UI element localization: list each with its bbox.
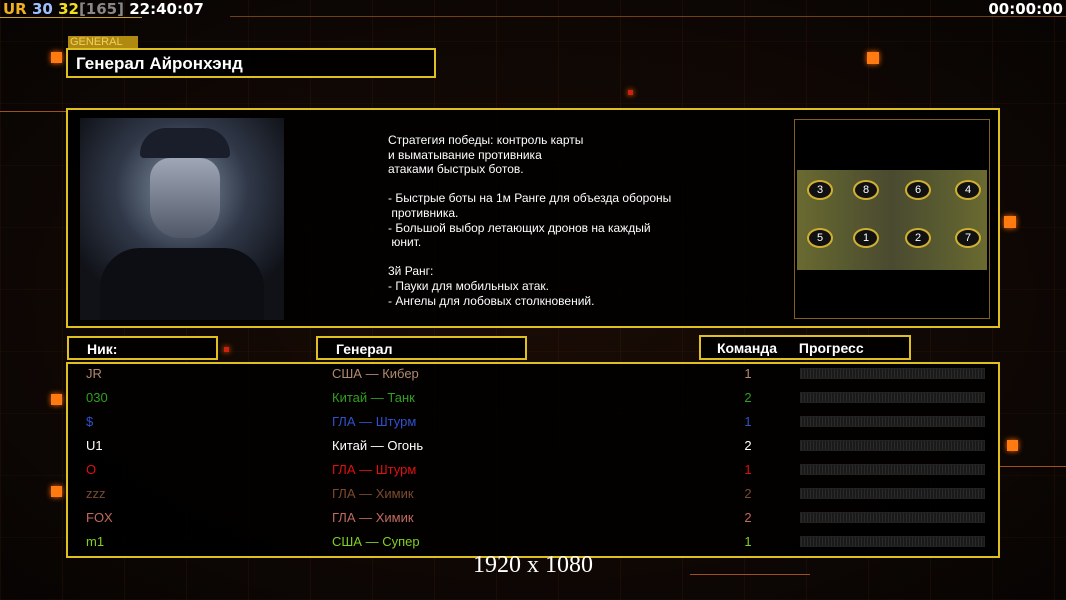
divider bbox=[1000, 466, 1066, 467]
divider bbox=[230, 16, 1066, 17]
player-general: США — Кибер bbox=[332, 366, 419, 381]
player-progress-bar bbox=[800, 512, 985, 523]
player-general: Китай — Огонь bbox=[332, 438, 424, 453]
player-general: ГЛА — Химик bbox=[332, 486, 414, 501]
divider bbox=[690, 574, 810, 575]
player-general: США — Супер bbox=[332, 534, 420, 549]
start-position-marker: 8 bbox=[853, 180, 879, 200]
player-general: ГЛА — Штурм bbox=[332, 462, 417, 477]
header-team: Команда bbox=[717, 340, 777, 356]
decor-square bbox=[51, 52, 62, 63]
hud-clock: 22:40:07 bbox=[129, 0, 204, 18]
start-position-marker: 3 bbox=[807, 180, 833, 200]
resolution-label: 1920 x 1080 bbox=[473, 552, 593, 578]
description-line: и выматывание противника bbox=[388, 147, 542, 162]
player-team: 2 bbox=[744, 510, 752, 525]
description-line: противника. bbox=[388, 205, 459, 220]
description-line: - Ангелы для лобовых столкновений. bbox=[388, 293, 595, 308]
decor-square bbox=[51, 394, 62, 405]
player-progress-bar bbox=[800, 416, 985, 427]
header-nick: Ник: bbox=[67, 336, 218, 360]
face bbox=[150, 158, 220, 238]
description-line bbox=[388, 177, 671, 192]
divider bbox=[0, 111, 66, 112]
player-general: ГЛА — Штурм bbox=[332, 414, 417, 429]
description-line: - Пауки для мобильных атак. bbox=[388, 278, 549, 293]
header-progress: Прогресс bbox=[798, 340, 864, 356]
player-nick: $ bbox=[86, 414, 94, 429]
description-line bbox=[388, 250, 671, 265]
player-nick: 030 bbox=[86, 390, 108, 405]
start-position-marker: 2 bbox=[905, 228, 931, 248]
hud-value: [165] bbox=[78, 0, 124, 18]
player-progress-bar bbox=[800, 368, 985, 379]
general-tag: GENERAL bbox=[68, 36, 138, 48]
description-line: - Быстрые боты на 1м Ранге для объезда о… bbox=[388, 191, 672, 206]
hud-value: 30 bbox=[31, 0, 53, 18]
player-team: 1 bbox=[744, 414, 752, 429]
description-line: 3й Ранг: bbox=[388, 264, 434, 279]
player-team: 1 bbox=[744, 366, 752, 381]
start-position-marker: 1 bbox=[853, 228, 879, 248]
start-position-marker: 4 bbox=[955, 180, 981, 200]
description-line: - Большой выбор летающих дронов на кажды… bbox=[388, 220, 651, 235]
decor-square bbox=[628, 90, 633, 95]
player-nick: JR bbox=[86, 366, 102, 381]
player-general: Китай — Танк bbox=[332, 390, 415, 405]
player-progress-bar bbox=[800, 440, 985, 451]
player-nick: O bbox=[86, 462, 97, 477]
hud-value: 32 bbox=[58, 0, 79, 18]
player-general: ГЛА — Химик bbox=[332, 510, 414, 525]
description-line: юнит. bbox=[388, 235, 422, 250]
start-position-marker: 5 bbox=[807, 228, 833, 248]
decor-square bbox=[1007, 440, 1018, 451]
uniform bbox=[100, 248, 264, 320]
header-general: Генерал bbox=[316, 336, 527, 360]
decor-square bbox=[1004, 216, 1016, 228]
game-timer: 00:00:00 bbox=[988, 0, 1063, 18]
start-position-marker: 6 bbox=[905, 180, 931, 200]
general-title: Генерал Айронхэнд bbox=[66, 48, 436, 78]
description-line: Стратегия победы: контроль карты bbox=[388, 133, 584, 147]
decor-square bbox=[867, 52, 879, 64]
player-nick: U1 bbox=[86, 438, 103, 453]
general-portrait bbox=[80, 118, 284, 320]
player-team: 2 bbox=[744, 438, 752, 453]
player-nick: FOX bbox=[86, 510, 113, 525]
player-progress-bar bbox=[800, 464, 985, 475]
header-team-progress: Команда Прогресс bbox=[699, 335, 911, 360]
decor-square bbox=[51, 486, 62, 497]
player-progress-bar bbox=[800, 488, 985, 499]
player-team: 2 bbox=[744, 486, 752, 501]
cap bbox=[140, 128, 230, 158]
divider bbox=[0, 17, 142, 18]
player-nick: m1 bbox=[86, 534, 105, 549]
player-team: 1 bbox=[744, 534, 752, 549]
player-progress-bar bbox=[800, 392, 985, 403]
player-team: 2 bbox=[744, 390, 752, 405]
description-line: атаками быстрых ботов. bbox=[388, 162, 524, 177]
decor-square bbox=[224, 347, 229, 352]
player-team: 1 bbox=[744, 462, 752, 477]
hud-name: UR bbox=[3, 0, 27, 18]
player-nick: zzz bbox=[86, 486, 106, 501]
start-position-marker: 7 bbox=[955, 228, 981, 248]
player-progress-bar bbox=[800, 536, 985, 547]
hud-stats: UR 30 32[165] 22:40:07 bbox=[3, 0, 204, 18]
